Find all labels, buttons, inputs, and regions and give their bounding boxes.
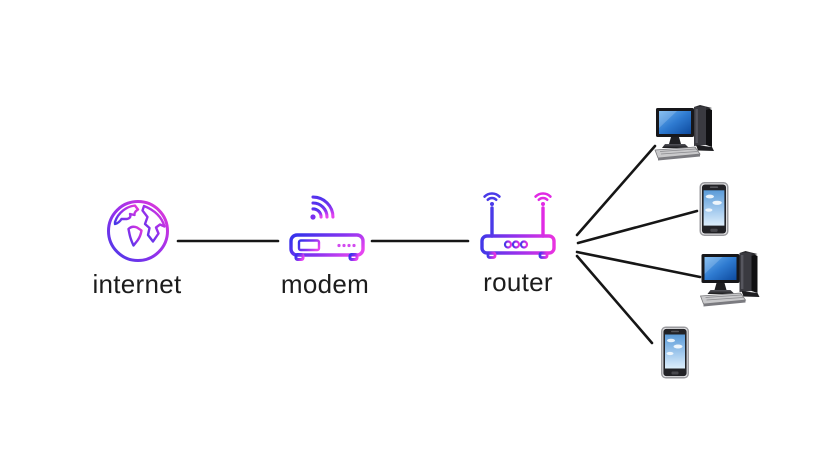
desktop-computer-icon	[699, 251, 760, 307]
router-icon	[480, 192, 556, 259]
smartphone-icon	[661, 326, 689, 379]
line-router-phone-1	[576, 209, 699, 245]
line-router-desktop-2	[575, 250, 702, 279]
desktop-computer-icon	[654, 105, 714, 161]
modem-icon	[289, 195, 365, 261]
globe-icon	[107, 200, 169, 262]
router-label: router	[483, 267, 553, 297]
internet-label: internet	[92, 269, 182, 299]
smartphone-icon	[699, 182, 729, 236]
modem-label: modem	[280, 269, 370, 299]
line-router-desktop-1	[575, 144, 657, 237]
line-router-phone-2	[575, 254, 654, 345]
